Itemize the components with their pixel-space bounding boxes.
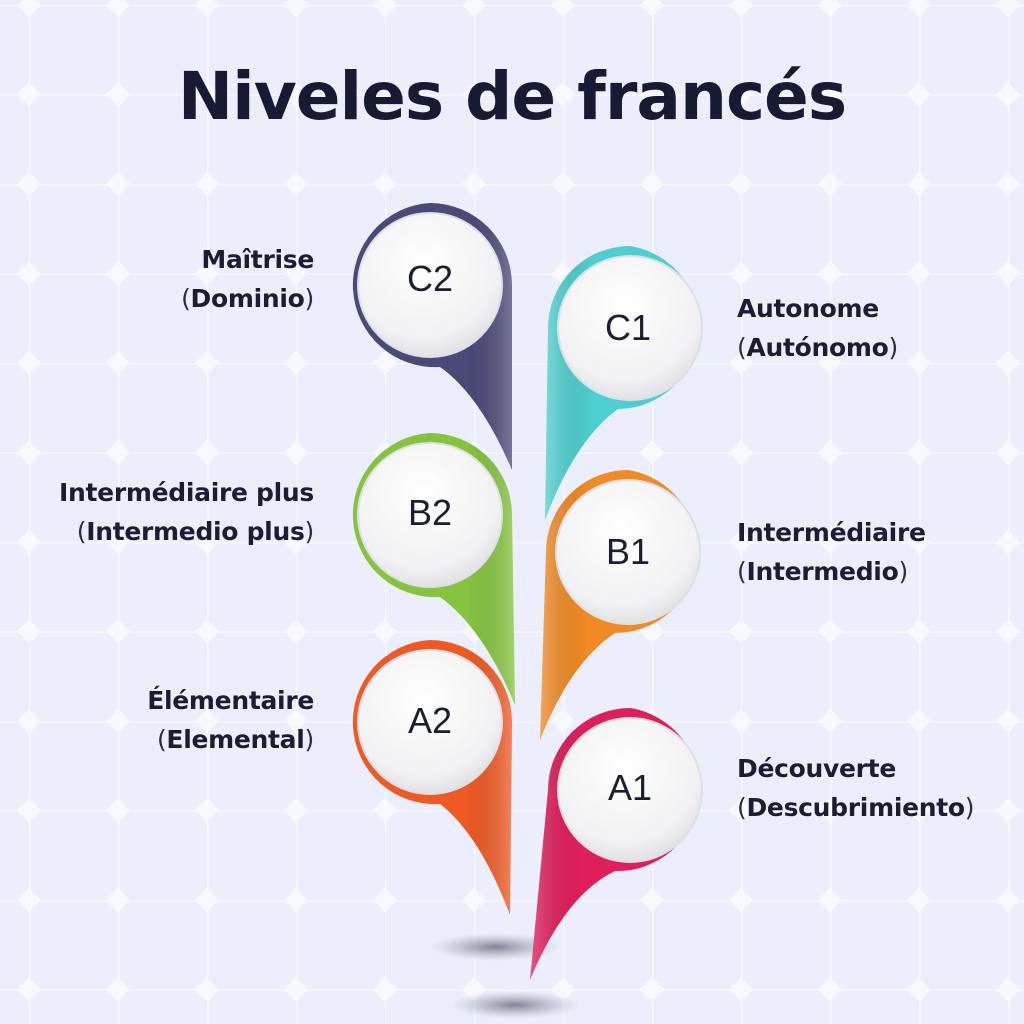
label-french: Découverte [737, 754, 896, 783]
level-code-b2: B2 [407, 492, 453, 533]
label-spanish: Intermedio [746, 557, 899, 586]
level-code-a2: A2 [407, 700, 453, 741]
label-french: Autonome [737, 294, 879, 323]
level-code-a1: A1 [607, 767, 653, 808]
label-spanish: Dominio [190, 284, 305, 313]
label-c2: Maîtrise (Dominio) [181, 240, 314, 318]
level-code-c2: C2 [406, 258, 454, 299]
pin-a2 [352, 640, 512, 915]
label-french: Intermédiaire [737, 518, 926, 547]
level-code-b1: B1 [605, 531, 651, 572]
page-title: Niveles de francés [177, 58, 847, 135]
pin-b1 [540, 470, 701, 740]
label-french: Intermédiaire plus [59, 478, 314, 507]
label-spanish: Descubrimiento [746, 793, 965, 822]
pin-shadow [430, 933, 560, 961]
pin-c2 [352, 203, 512, 470]
pin-shadow [450, 991, 580, 1019]
label-a1: Découverte (Descubrimiento) [737, 749, 975, 827]
label-french: Maîtrise [201, 245, 314, 274]
label-c1: Autonome (Autónomo) [737, 289, 898, 367]
label-spanish: Autónomo [746, 333, 889, 362]
label-b1: Intermédiaire (Intermedio) [737, 513, 926, 591]
level-code-c1: C1 [604, 307, 652, 348]
label-a2: Élémentaire (Elemental) [147, 681, 314, 759]
label-spanish: Elemental [166, 725, 305, 754]
label-french: Élémentaire [147, 686, 314, 715]
pin-b2 [352, 433, 515, 705]
label-spanish: Intermedio plus [86, 517, 305, 546]
label-b2: Intermédiaire plus (Intermedio plus) [59, 473, 314, 551]
pin-c1 [545, 246, 703, 520]
pin-a1 [530, 708, 703, 980]
